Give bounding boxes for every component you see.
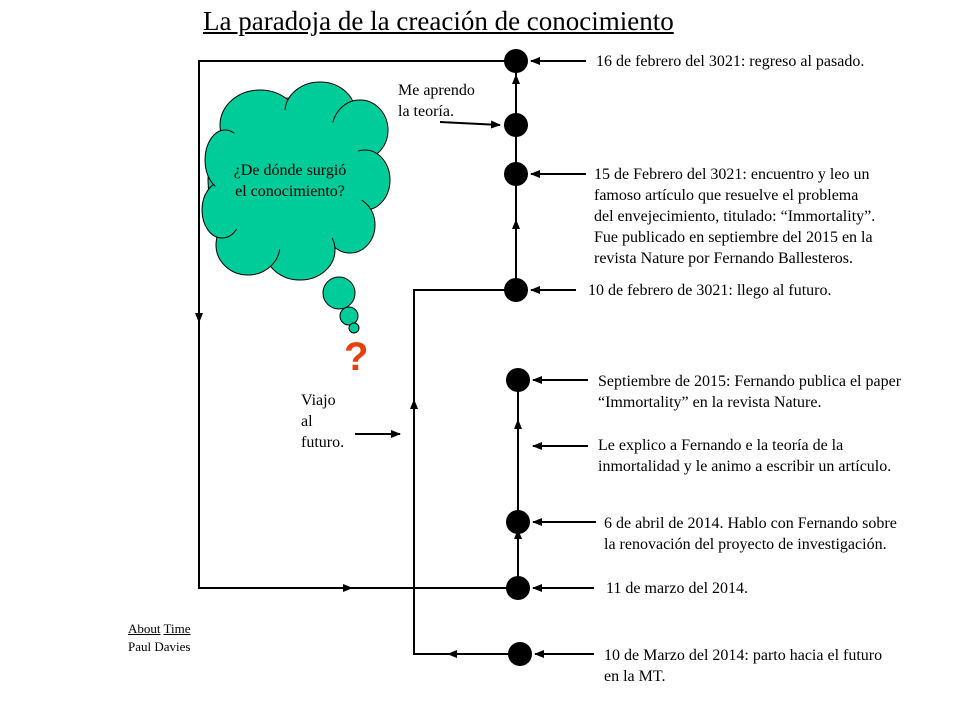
- direction-arrows: [195, 74, 522, 658]
- label-arrows: [355, 57, 596, 658]
- node-learn: [504, 113, 528, 137]
- return-line: [198, 60, 517, 589]
- label-feb15: 15 de Febrero del 3021: encuentro y leo …: [594, 166, 876, 267]
- node-mar10: [508, 642, 532, 666]
- label-apr2014: 6 de abril de 2014. Hablo con Fernando s…: [604, 515, 897, 553]
- label-learn: Me aprendo la teoría.: [398, 82, 475, 120]
- node-feb15: [504, 162, 528, 186]
- credit-word1: About: [128, 621, 161, 636]
- thought-cloud: [201, 81, 391, 281]
- node-feb16: [504, 49, 528, 73]
- label-sep2015: Septiembre de 2015: Fernando publica el …: [598, 373, 902, 411]
- label-mar10: 10 de Marzo del 2014: parto hacia el fut…: [604, 647, 883, 685]
- label-explain: Le explico a Fernando e la teoría de la …: [598, 437, 892, 475]
- node-sep2015: [506, 368, 530, 392]
- credit-word2: Time: [163, 621, 191, 636]
- cloud-line: el conocimiento?: [235, 183, 345, 200]
- label-feb10: 10 de febrero de 3021: llego al futuro.: [588, 282, 832, 299]
- label-feb16: 16 de febrero del 3021: regreso al pasad…: [596, 53, 865, 70]
- diagram-title: La paradoja de la creación de conocimien…: [203, 6, 674, 36]
- timeline-nodes: [504, 49, 532, 666]
- travel-line: [413, 289, 520, 655]
- label-travel: Viajo al futuro.: [301, 392, 345, 451]
- label-mar11: 11 de marzo del 2014.: [606, 580, 749, 597]
- node-mar11: [506, 576, 530, 600]
- question-mark: ?: [344, 335, 369, 379]
- cloud-question: ¿De dónde surgió el conocimiento?: [208, 160, 372, 202]
- credit: About Time Paul Davies: [128, 620, 191, 656]
- node-apr2014: [506, 510, 530, 534]
- credit-author: Paul Davies: [128, 639, 191, 654]
- thought-bubbles: [322, 276, 360, 334]
- node-feb10: [504, 278, 528, 302]
- cloud-line: ¿De dónde surgió: [233, 162, 347, 179]
